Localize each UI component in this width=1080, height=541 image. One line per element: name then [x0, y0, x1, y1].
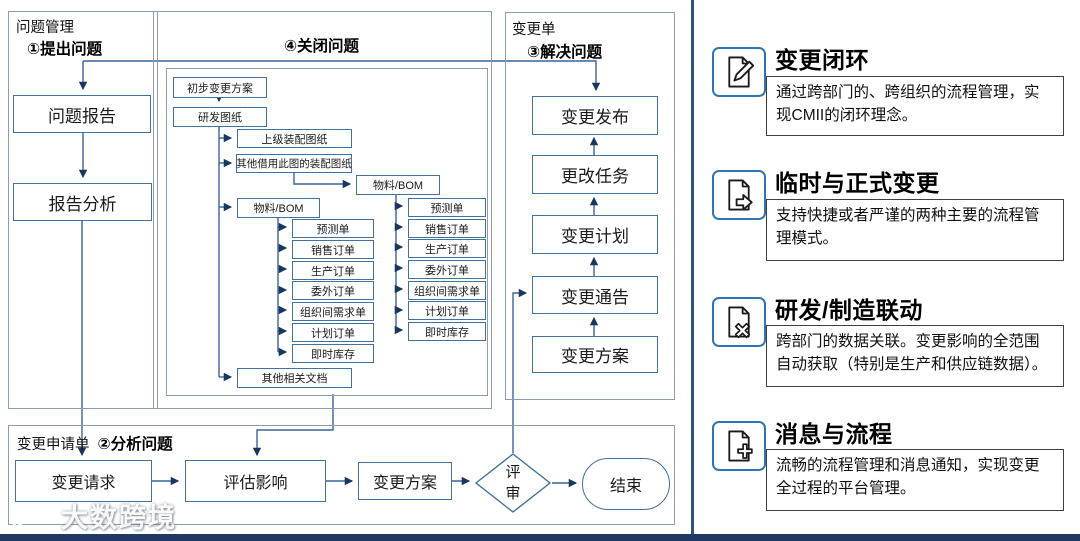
- node-order-left-forecast: 预测单: [292, 219, 374, 238]
- node-order-left-sales: 销售订单: [292, 240, 374, 259]
- feature-2-icon-box: [712, 170, 766, 220]
- node-change-solution-request: 变更方案: [358, 462, 452, 500]
- flow-connectors: [77, 60, 601, 513]
- node-order-left-planned: 计划订单: [292, 323, 374, 342]
- bottom-section-labels: 变更申请单 ②分析问题: [17, 432, 173, 454]
- node-other-docs: 其他相关文档: [237, 368, 352, 388]
- node-change-plan: 变更计划: [532, 215, 658, 254]
- node-upper-assembly-drawing: 上级装配图纸: [237, 129, 352, 148]
- impact-scope-container: [166, 68, 488, 396]
- node-order-right-outsourcing: 委外订单: [408, 260, 486, 279]
- add-document-icon: [728, 430, 753, 462]
- problem-management-container: [8, 11, 158, 409]
- close-problem-container: [153, 11, 492, 409]
- node-problem-report: 问题报告: [13, 95, 151, 133]
- node-order-left-outsourcing: 委外订单: [292, 281, 374, 300]
- node-borrowed-assembly-drawing: 其他借用此图的装配图纸: [236, 154, 352, 173]
- step-2-label: ②分析问题: [97, 436, 173, 453]
- node-order-left-inventory: 即时库存: [292, 344, 374, 363]
- delete-document-icon: [728, 306, 751, 339]
- node-order-right-planned: 计划订单: [408, 301, 486, 320]
- node-order-right-inventory: 即时库存: [408, 322, 486, 341]
- feature-3-icon-box: [712, 297, 766, 347]
- change-request-container: [8, 425, 675, 525]
- feature-3-desc: 跨部门的数据关联。变更影响的全范围自动获取（特别是生产和供应链数据）。: [766, 325, 1064, 387]
- feature-1-title: 变更闭环: [775, 47, 869, 73]
- feature-4-desc: 流畅的流程管理和消息通知，实现变更全过程的平台管理。: [766, 449, 1064, 511]
- node-change-release: 变更发布: [532, 96, 658, 135]
- review-diamond: [474, 453, 552, 513]
- node-end: 结束: [582, 458, 670, 510]
- node-review: 评审: [505, 464, 521, 502]
- section-title-order: 变更单: [512, 22, 556, 38]
- step-1-label: ①提出问题: [27, 41, 103, 58]
- feature-4-title: 消息与流程: [775, 421, 893, 447]
- node-initial-change-plan: 初步变更方案: [173, 77, 267, 98]
- bottom-accent-bar: [0, 534, 1080, 541]
- feature-2-title: 临时与正式变更: [775, 170, 940, 196]
- node-change-task: 更改任务: [532, 155, 658, 194]
- node-change-notice: 变更通告: [532, 276, 658, 314]
- section-title-request: 变更申请单: [17, 437, 90, 453]
- node-change-solution-order: 变更方案: [532, 336, 658, 373]
- node-evaluate-impact: 评估影响: [185, 460, 326, 502]
- edit-document-icon: [728, 56, 755, 88]
- section-title-problem: 问题管理: [16, 20, 74, 36]
- node-order-left-interorg: 组织间需求单: [292, 302, 374, 321]
- node-bom-right: 物料/BOM: [356, 175, 440, 195]
- step-4-label: ④关闭问题: [283, 38, 360, 55]
- node-order-right-sales: 销售订单: [408, 219, 486, 238]
- step-3-label: ③解决问题: [527, 44, 603, 61]
- node-order-right-production: 生产订单: [408, 239, 486, 258]
- feature-2-desc: 支持快捷或者严谨的两种主要的流程管理模式。: [766, 199, 1064, 261]
- node-rd-drawing: 研发图纸: [173, 107, 267, 127]
- vertical-divider: [691, 0, 694, 534]
- node-order-left-production: 生产订单: [292, 261, 374, 280]
- feature-4-icon-box: [712, 421, 766, 471]
- node-bom-left: 物料/BOM: [237, 198, 320, 218]
- feature-1-desc: 通过跨部门的、跨组织的流程管理，实现CMII的闭环理念。: [766, 76, 1064, 136]
- node-change-request: 变更请求: [15, 460, 152, 502]
- node-report-analysis: 报告分析: [13, 183, 152, 221]
- change-order-container: [505, 12, 675, 400]
- feature-3-title: 研发/制造联动: [775, 297, 923, 323]
- feature-1-icon-box: [712, 47, 766, 97]
- node-order-right-forecast: 预测单: [408, 198, 486, 217]
- node-order-right-interorg: 组织间需求单: [408, 281, 486, 300]
- export-document-icon: [728, 179, 753, 211]
